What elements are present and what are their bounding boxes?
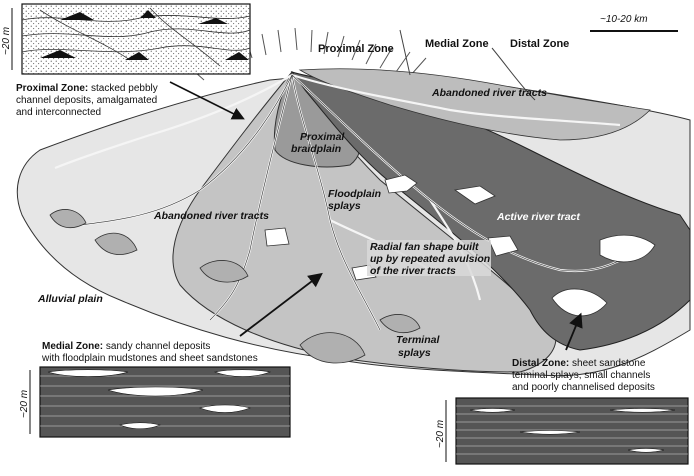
proximal-caption-1: Proximal Zone: stacked pebbly	[16, 83, 158, 94]
floodplain-label-2: splays	[328, 200, 361, 212]
proximal-caption-text-1: stacked pebbly	[88, 83, 158, 94]
proximal-braidplain-label-1: Proximal	[300, 131, 345, 143]
proximal-caption-3: and interconnected	[16, 107, 101, 118]
zone-boundaries	[399, 29, 536, 101]
proximal-caption-title: Proximal Zone:	[16, 83, 88, 94]
terminal-splays	[49, 209, 421, 364]
distal-caption-text-1: sheet sandstone	[569, 358, 646, 369]
alluvial-plain-label: Alluvial plain	[37, 293, 103, 305]
distal-caption-1: Distal Zone: sheet sandstone	[512, 358, 646, 369]
floodplain-label-1: Floodplain	[328, 188, 381, 200]
distal-arrow	[565, 312, 583, 351]
distal-log	[455, 397, 689, 465]
radial-label-2: up by repeated avulsion	[370, 253, 490, 265]
medial-caption-text-1: sandy channel deposits	[103, 341, 210, 352]
proximal-arrow	[169, 81, 245, 120]
proximal-caption-2: channel deposits, amalgamated	[16, 95, 157, 106]
proximal-log-scale-label: ~20 m	[1, 27, 12, 55]
distal-caption-3: and poorly channelised deposits	[512, 382, 655, 393]
medial-log	[39, 366, 291, 438]
distal-caption-title: Distal Zone:	[512, 358, 569, 369]
medial-caption-title: Medial Zone:	[42, 341, 103, 352]
distal-log-scale-label: ~20 m	[435, 420, 446, 448]
scale-bar-label: ~10-20 km	[600, 14, 648, 25]
mountain-hatching	[185, 27, 427, 81]
radial-label-box	[367, 240, 491, 276]
proximal-log	[21, 3, 251, 75]
white-splays	[264, 174, 656, 317]
medial-caption-2: with floodplain mudstones and sheet sand…	[41, 353, 258, 364]
radial-label-1: Radial fan shape built	[370, 241, 479, 253]
distal-caption-2: terminal splays, small channels	[512, 370, 650, 381]
medial-zone-label: Medial Zone	[425, 38, 489, 50]
medial-caption-1: Medial Zone: sandy channel deposits	[42, 341, 210, 352]
abandoned-left-label: Abandoned river tracts	[153, 210, 269, 222]
medial-fan	[172, 71, 557, 373]
proximal-zone-label: Proximal Zone	[318, 43, 394, 55]
proximal-braidplain-label-2: braidplain	[291, 143, 341, 155]
river-channel-outlines	[79, 74, 641, 331]
abandoned-upper-tract	[298, 68, 651, 141]
abandoned-top-label: Abandoned river tracts	[431, 87, 547, 99]
terminal-label-1: Terminal	[396, 334, 440, 346]
medial-log-scale-label: ~20 m	[19, 390, 30, 418]
medial-arrow	[239, 272, 323, 337]
active-tract-label: Active river tract	[496, 211, 580, 223]
radial-label-3: of the river tracts	[370, 265, 456, 277]
distal-zone-label: Distal Zone	[510, 38, 569, 50]
terminal-label-2: splays	[398, 347, 431, 359]
